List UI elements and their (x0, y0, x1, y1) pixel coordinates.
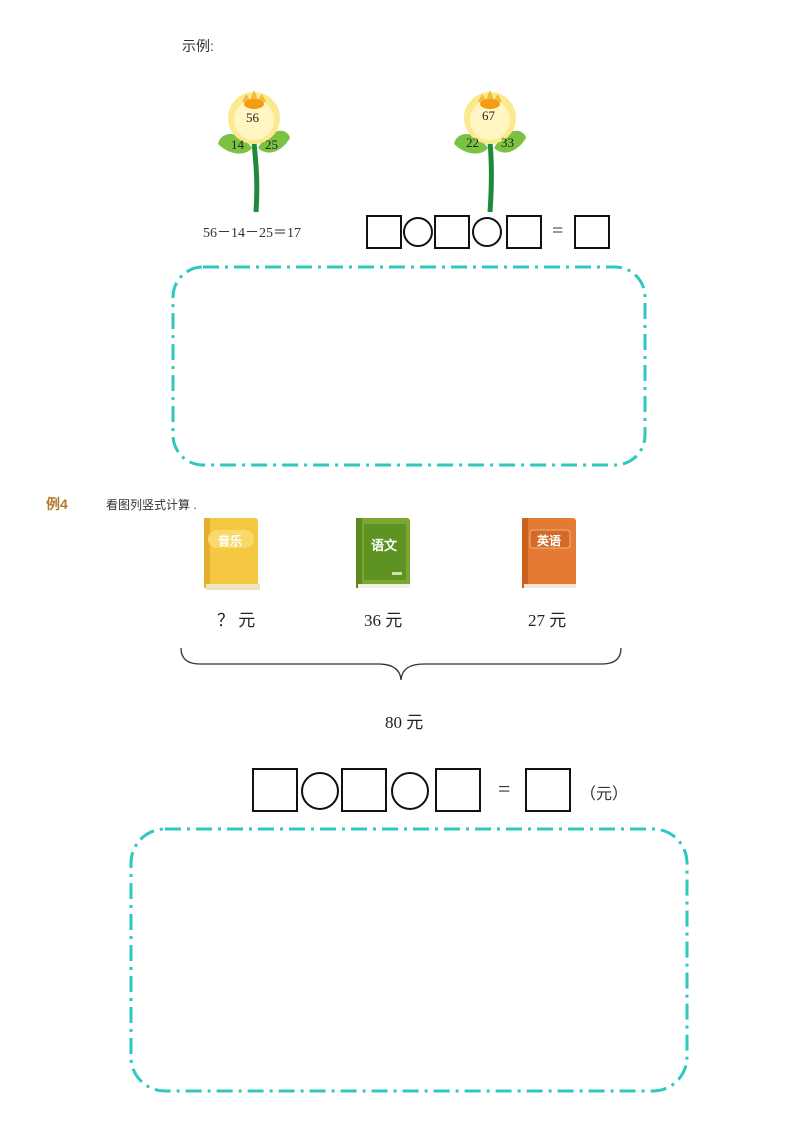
problem-instruction: 看图列竖式计算 . (106, 498, 197, 512)
total-price: 80 元 (385, 713, 424, 732)
example-equation: 56－14－25＝17 (203, 226, 301, 241)
answer-box-2[interactable] (434, 215, 470, 249)
book-price: 36 元 (364, 611, 403, 630)
book-title: 语文 (371, 539, 398, 554)
book-icon (522, 518, 576, 588)
book-price: ？ 元 (217, 611, 256, 630)
result-box[interactable] (574, 215, 610, 249)
flower-left-number: 14 (231, 137, 244, 152)
book-title: 英语 (537, 534, 562, 548)
book-icon (204, 518, 260, 590)
equals-sign: = (552, 220, 564, 242)
book-icon (356, 518, 410, 588)
unit-label: （元） (580, 786, 629, 803)
problem-tag: 例4 (46, 496, 68, 512)
operator-circle-2[interactable] (472, 217, 502, 247)
flower-top-number: 56 (246, 110, 259, 125)
flower-1: 56 14 25 (214, 84, 294, 214)
flower-icon (454, 90, 526, 213)
operator-circle-2[interactable] (391, 772, 429, 810)
flower-right-number: 33 (501, 135, 514, 150)
book-price: 27 元 (528, 611, 567, 630)
answer-box-1[interactable] (252, 768, 298, 812)
book-music: 音乐 (204, 518, 260, 592)
answer-box-3[interactable] (506, 215, 542, 249)
operator-circle-1[interactable] (403, 217, 433, 247)
book-english: 英语 (522, 518, 578, 592)
equals-sign: = (498, 776, 511, 801)
total-brace (180, 647, 622, 681)
result-box[interactable] (525, 768, 571, 812)
flower-left-number: 22 (466, 135, 479, 150)
answer-box-3[interactable] (435, 768, 481, 812)
work-area-2[interactable] (128, 826, 690, 1094)
flower-icon (218, 90, 290, 213)
flower-right-number: 25 (265, 137, 278, 152)
work-area-1[interactable] (170, 264, 648, 468)
flower-2: 67 22 33 (450, 84, 530, 214)
book-chinese: 语文 (356, 518, 412, 592)
book-title: 音乐 (218, 534, 243, 548)
flower-top-number: 67 (482, 108, 495, 123)
answer-box-2[interactable] (341, 768, 387, 812)
example-label: 示例: (182, 38, 214, 54)
operator-circle-1[interactable] (301, 772, 339, 810)
answer-box-1[interactable] (366, 215, 402, 249)
